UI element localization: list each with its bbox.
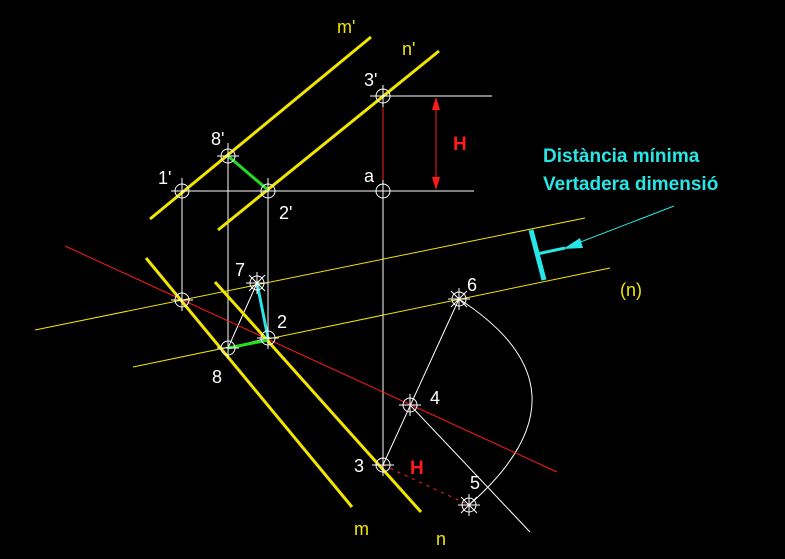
labels: m' n' 3' 8' 1' 2' a H 7 2 8 6 4 3 H 5 m …	[158, 17, 718, 549]
label-2: 2	[277, 312, 287, 332]
circle-crosshair-icon	[371, 453, 395, 477]
circle-crosshair-icon	[245, 271, 269, 295]
annotation-line-2: Vertadera dimensió	[543, 174, 718, 195]
label-5: 5	[470, 473, 480, 493]
label-4: 4	[430, 388, 440, 408]
circle-crosshair-icon	[256, 326, 280, 350]
label-1-prime: 1'	[158, 168, 171, 188]
label-3: 3	[354, 456, 364, 476]
circle-crosshair-icon	[371, 179, 395, 203]
label-m: m	[354, 519, 369, 539]
label-6: 6	[467, 275, 477, 295]
distance-indicator	[528, 205, 675, 281]
label-a: a	[364, 166, 375, 186]
circle-crosshair-icon	[216, 336, 240, 360]
label-8-prime: 8'	[211, 129, 224, 149]
label-3-prime: 3'	[364, 70, 377, 90]
arrow-head-icon	[563, 238, 583, 249]
label-h-bottom: H	[410, 458, 424, 479]
red-lines	[64, 96, 558, 506]
arrow-head-icon	[432, 97, 440, 110]
label-n-paren: (n)	[620, 280, 642, 300]
arrow-head-icon	[432, 177, 440, 190]
circle-crosshair-icon	[457, 493, 481, 517]
label-8: 8	[212, 367, 222, 387]
label-2-prime: 2'	[279, 203, 292, 223]
label-m-prime: m'	[337, 17, 355, 37]
annotation-line-1: Distància mínima	[543, 146, 700, 167]
label-h-top: H	[453, 134, 467, 155]
label-n: n	[436, 529, 446, 549]
lines-m-n	[144, 35, 440, 514]
projection-lines-yellow	[34, 217, 611, 368]
point-markers	[170, 84, 481, 517]
label-7: 7	[235, 260, 245, 280]
label-n-prime: n'	[402, 39, 415, 59]
